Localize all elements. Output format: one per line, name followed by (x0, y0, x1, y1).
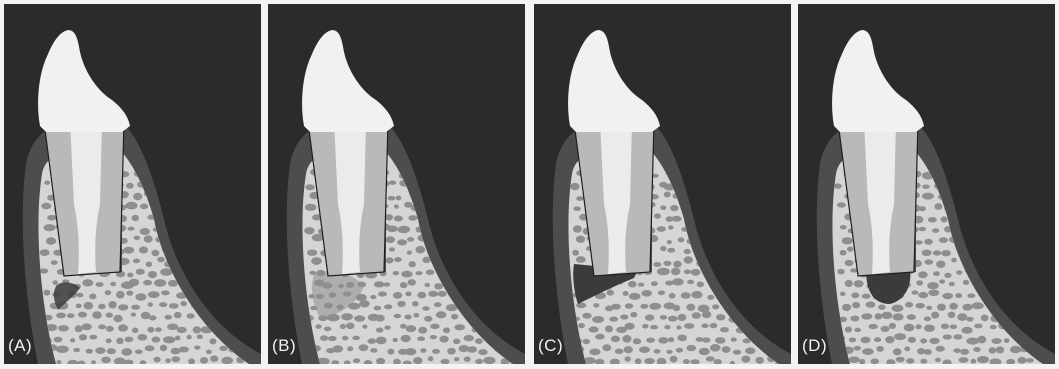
tooth-illustration-c (534, 4, 791, 364)
tooth-crown-enamel (568, 30, 660, 132)
panel-b: (B) (268, 4, 525, 364)
tooth-illustration-a (4, 4, 261, 364)
tooth-crown-enamel (302, 30, 394, 132)
tooth-illustration-d (798, 4, 1055, 364)
panel-c: (C) (534, 4, 791, 364)
panel-label-a: (A) (8, 336, 32, 356)
tooth-crown-enamel (38, 30, 130, 132)
tooth-illustration-b (268, 4, 525, 364)
panel-label-b: (B) (272, 336, 296, 356)
panel-a: (A) (4, 4, 261, 364)
tooth-crown-enamel (832, 30, 924, 132)
panel-label-d: (D) (802, 336, 827, 356)
panel-d: (D) (798, 4, 1055, 364)
panel-label-c: (C) (538, 336, 563, 356)
